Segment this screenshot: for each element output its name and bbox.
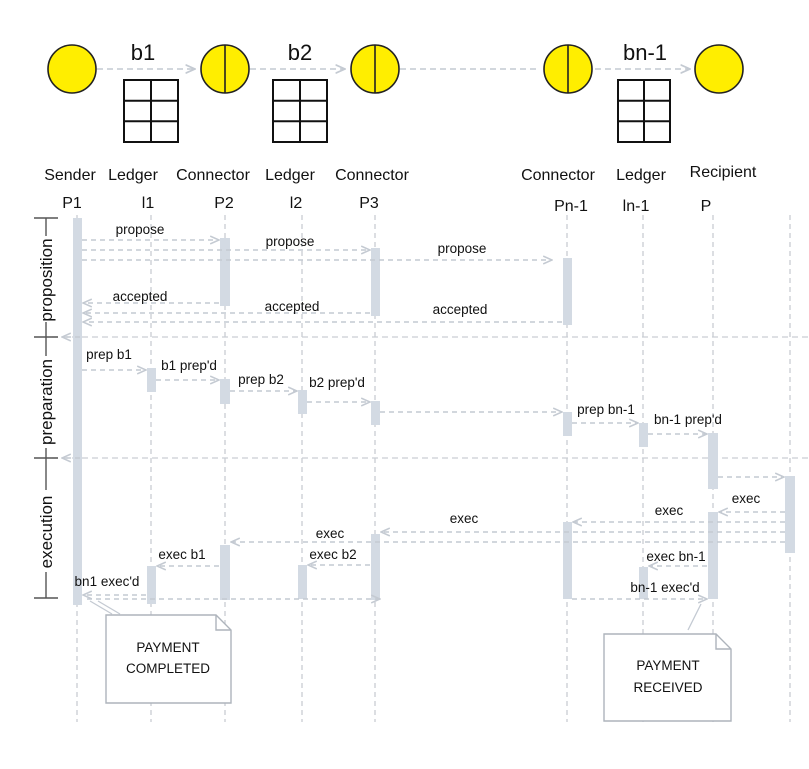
label-exec-1: exec (732, 491, 761, 506)
activation-extra (785, 476, 795, 553)
activation-p3-exec (371, 534, 380, 600)
label-b1-prepd: b1 prep'd (161, 358, 217, 373)
note-completed-line-1: PAYMENT (136, 640, 199, 655)
label-propose-1: propose (116, 222, 165, 237)
recipient-node (694, 44, 744, 94)
label-exec-2: exec (655, 503, 684, 518)
phase-separators (52, 336, 808, 459)
ledger-grid-bn1 (617, 79, 671, 143)
ledger-title-bn1: bn-1 (623, 40, 667, 65)
note-fold (715, 634, 731, 650)
participant-id-l1: l1 (142, 195, 155, 212)
activation-pn1-propose (563, 258, 572, 325)
activation-p1 (73, 218, 82, 605)
note-payment-received: PAYMENT RECEIVED (603, 603, 732, 722)
ledger-title-b1: b1 (131, 40, 155, 65)
participant-id-ln1: ln-1 (623, 198, 650, 215)
label-prep-b2: prep b2 (238, 372, 284, 387)
note-received-line-1: PAYMENT (636, 658, 699, 673)
activation-ln1-prep (639, 423, 648, 447)
participant-labels: Sender Ledger Connector Ledger Connector… (44, 164, 757, 215)
message-labels: propose propose propose accepted accepte… (75, 222, 761, 595)
label-accepted-1: accepted (113, 289, 168, 304)
recipient-circle (694, 44, 744, 94)
label-bn1-execd-right: bn-1 exec'd (630, 580, 699, 595)
sender-circle (47, 44, 97, 94)
activation-l1-prep (147, 368, 156, 392)
activation-pn1-prep (563, 412, 572, 436)
activation-p2-prep (220, 379, 230, 404)
note-fold (215, 615, 231, 631)
activation-p-exec (708, 512, 718, 599)
participant-role-sender: Sender (44, 167, 96, 184)
participant-role-connector-3: Connector (335, 167, 409, 184)
participant-role-ledger-n1: Ledger (616, 167, 666, 184)
note-body (105, 614, 232, 704)
activation-p2-propose (220, 238, 230, 306)
note-connector (97, 600, 121, 615)
label-exec-b2: exec b2 (309, 547, 356, 562)
participant-id-p3: P3 (359, 195, 379, 212)
ledger-grid-b1 (123, 79, 179, 143)
activation-l2-prep (298, 390, 307, 414)
activation-l2-exec (298, 565, 307, 599)
connector-node-p2 (200, 44, 250, 94)
label-bn1-prepd: bn-1 prep'd (654, 412, 722, 427)
note-connector (687, 603, 702, 631)
participant-role-connector-n1: Connector (521, 167, 595, 184)
ledger-title-b2: b2 (288, 40, 312, 65)
participant-role-connector-2: Connector (176, 167, 250, 184)
message-arrows (62, 240, 785, 599)
activation-p2-exec (220, 545, 230, 600)
label-exec-bn1: exec bn-1 (646, 549, 705, 564)
connector-node-pn1 (543, 44, 593, 94)
label-prep-bn1: prep bn-1 (577, 402, 635, 417)
label-exec-3: exec (450, 511, 479, 526)
label-bn1-execd-left: bn1 exec'd (75, 574, 140, 589)
note-payment-completed: PAYMENT COMPLETED (89, 600, 232, 704)
label-b2-prepd: b2 prep'd (309, 375, 365, 390)
label-accepted-3: accepted (433, 302, 488, 317)
participant-id-p: P (701, 198, 712, 215)
participant-role-ledger-1: Ledger (108, 167, 158, 184)
phase-label-preparation: preparation (37, 359, 56, 445)
participant-id-l2: l2 (290, 195, 303, 212)
activation-p3-propose (371, 248, 380, 316)
label-accepted-2: accepted (265, 299, 320, 314)
participant-id-pn1: Pn-1 (554, 198, 588, 215)
activation-p3-prep (371, 401, 380, 425)
note-completed-line-2: COMPLETED (126, 661, 210, 676)
participant-id-p2: P2 (214, 195, 234, 212)
ledger-grid-b2 (272, 79, 328, 143)
participant-role-ledger-2: Ledger (265, 167, 315, 184)
note-received-line-2: RECEIVED (633, 680, 702, 695)
label-propose-2: propose (266, 234, 315, 249)
label-exec-4: exec (316, 526, 345, 541)
label-exec-b1: exec b1 (158, 547, 205, 562)
phase-label-proposition: proposition (37, 238, 56, 321)
sender-node (47, 44, 97, 94)
note-body (603, 633, 732, 722)
activation-ln1-exec (639, 567, 648, 599)
label-prep-b1: prep b1 (86, 347, 132, 362)
participant-role-recipient: Recipient (690, 164, 757, 181)
activation-pn1-exec (563, 522, 572, 599)
activation-p-prep (708, 433, 718, 489)
phase-brackets (34, 217, 58, 599)
activation-bars (73, 218, 795, 605)
note-connector (89, 600, 113, 615)
participant-id-p1: P1 (62, 195, 82, 212)
connector-node-p3 (350, 44, 400, 94)
phase-label-execution: execution (37, 496, 56, 569)
label-propose-3: propose (438, 241, 487, 256)
activation-l1-exec (147, 566, 156, 604)
